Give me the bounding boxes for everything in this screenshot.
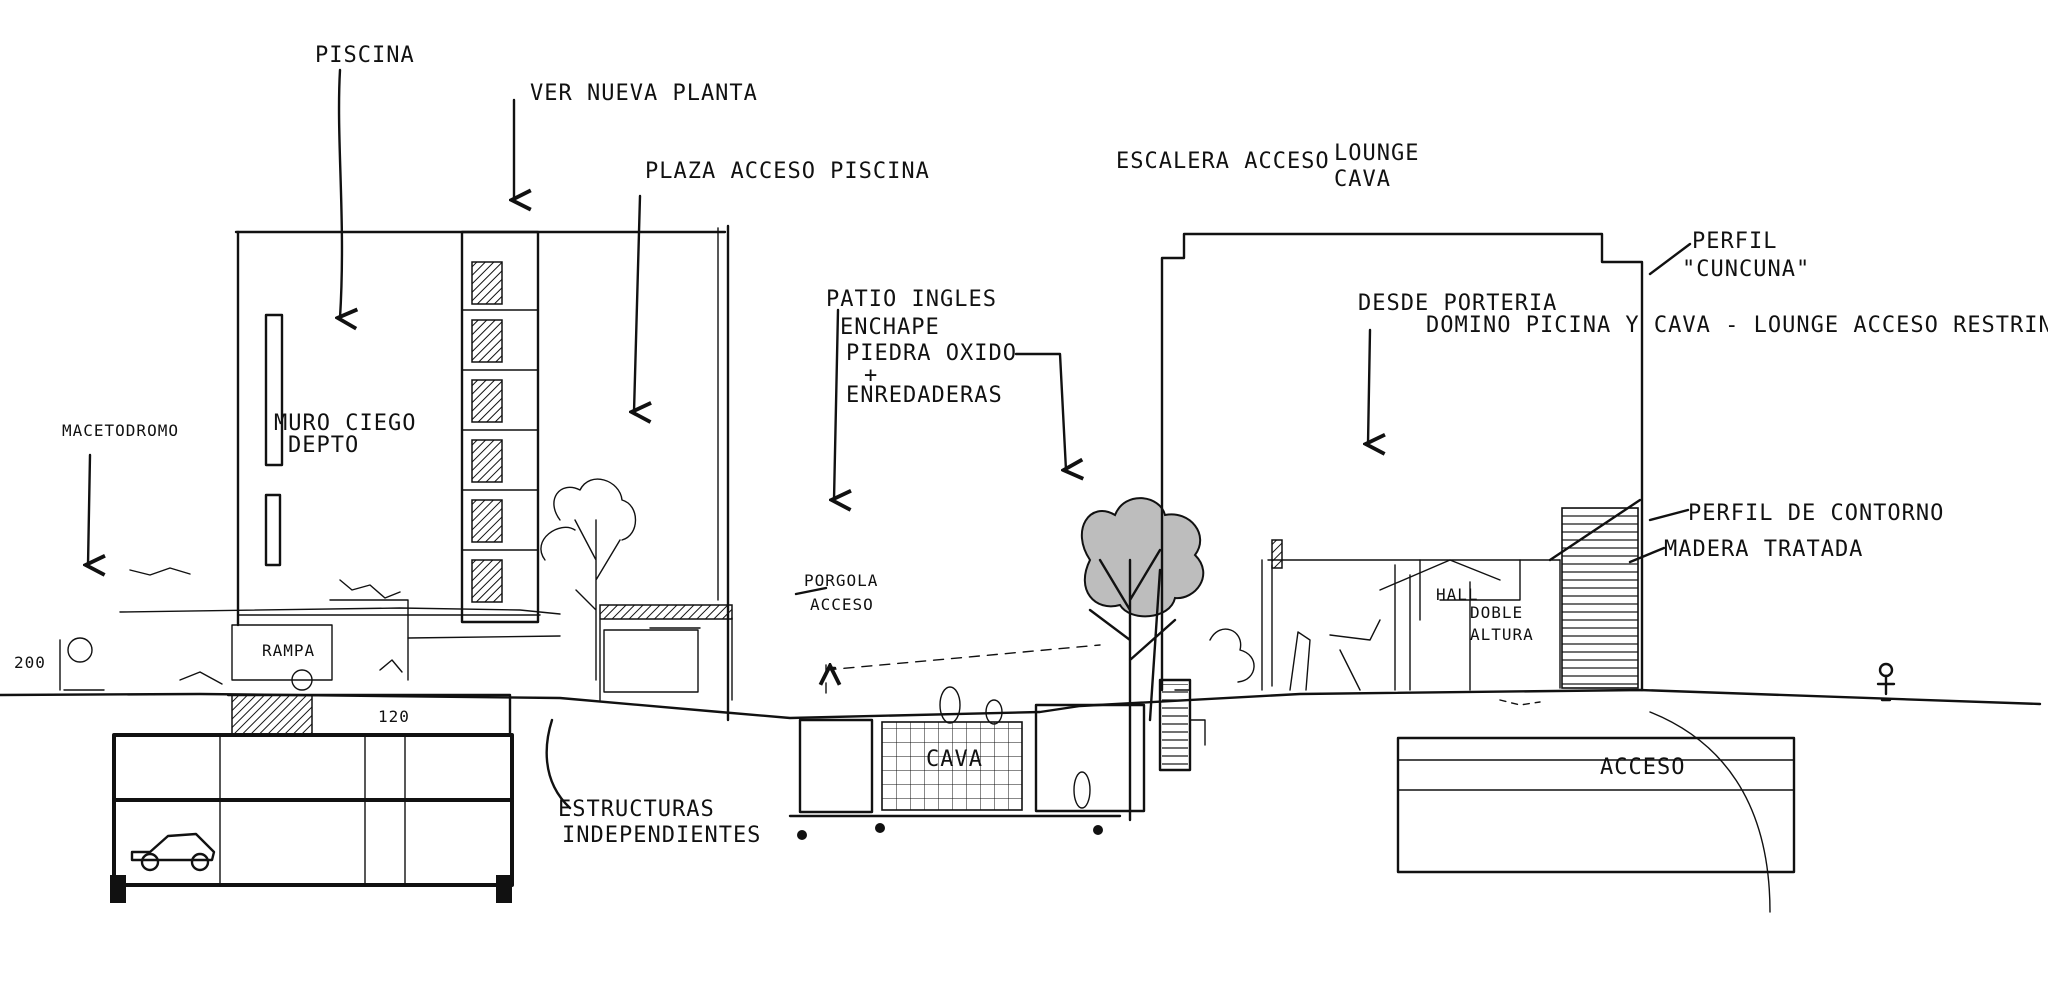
tree-icon (1080, 497, 1205, 822)
label-desde-porteria: DESDE PORTERIA (1358, 291, 1557, 316)
label-escalera-acceso: ESCALERA ACCESO (1116, 149, 1330, 174)
label-plus: + (864, 363, 878, 388)
label-cava-box: CAVA (926, 747, 983, 772)
basement-parking (110, 693, 514, 903)
arrow-icon (88, 68, 1692, 810)
label-cuncuna: "CUNCUNA" (1682, 257, 1810, 282)
label-dim-200: 200 (14, 653, 46, 672)
acceso-box (1396, 699, 1796, 913)
label-acceso-bottom: ACCESO (1600, 755, 1685, 780)
label-patio-ingles: PATIO INGLES (826, 287, 997, 312)
label-porgola: PORGOLA (804, 571, 878, 590)
label-cava-top: CAVA (1334, 167, 1391, 192)
label-madera-tratada: MADERA TRATADA (1664, 537, 1863, 562)
right-building (1160, 232, 1644, 746)
label-lounge: LOUNGE (1334, 141, 1419, 166)
cava-sunken-patio (788, 644, 1192, 840)
tree-icon (540, 478, 637, 681)
label-perfil: PERFIL (1692, 229, 1777, 254)
label-macetodromo: MACETODROMO (62, 421, 179, 440)
label-dim-120: 120 (378, 707, 410, 726)
label-muro-ciego: MURO CIEGO (274, 411, 416, 436)
label-independientes: INDEPENDIENTES (562, 823, 761, 848)
label-hall: HALL (1436, 585, 1479, 604)
label-piscina: PISCINA (315, 43, 415, 68)
label-dominio-line: DOMINO PICINA Y CAVA - LOUNGE ACCESO RES… (1426, 313, 2048, 338)
label-altura: ALTURA (1470, 625, 1534, 644)
label-rampa: RAMPA (262, 641, 315, 660)
pergola (599, 604, 733, 701)
left-tower (234, 224, 730, 722)
label-plaza-acceso-piscina: PLAZA ACCESO PISCINA (645, 159, 930, 184)
label-ver-nueva-planta: VER NUEVA PLANTA (530, 81, 758, 106)
label-estructuras: ESTRUCTURAS (558, 797, 715, 822)
label-depto: DEPTO (288, 433, 359, 458)
label-enchape: ENCHAPE (840, 315, 940, 340)
label-enredaderas: ENREDADERAS (846, 383, 1003, 408)
label-doble: DOBLE (1470, 603, 1523, 622)
label-piedra-oxido: PIEDRA OXIDO (846, 341, 1017, 366)
person-icon (1876, 662, 1896, 702)
label-perfil-contorno: PERFIL DE CONTORNO (1688, 501, 1944, 526)
sidewalk-line (119, 607, 561, 615)
label-acceso-pergola: ACCESO (810, 595, 874, 614)
rampa-area (59, 567, 561, 691)
car-icon (130, 832, 216, 872)
